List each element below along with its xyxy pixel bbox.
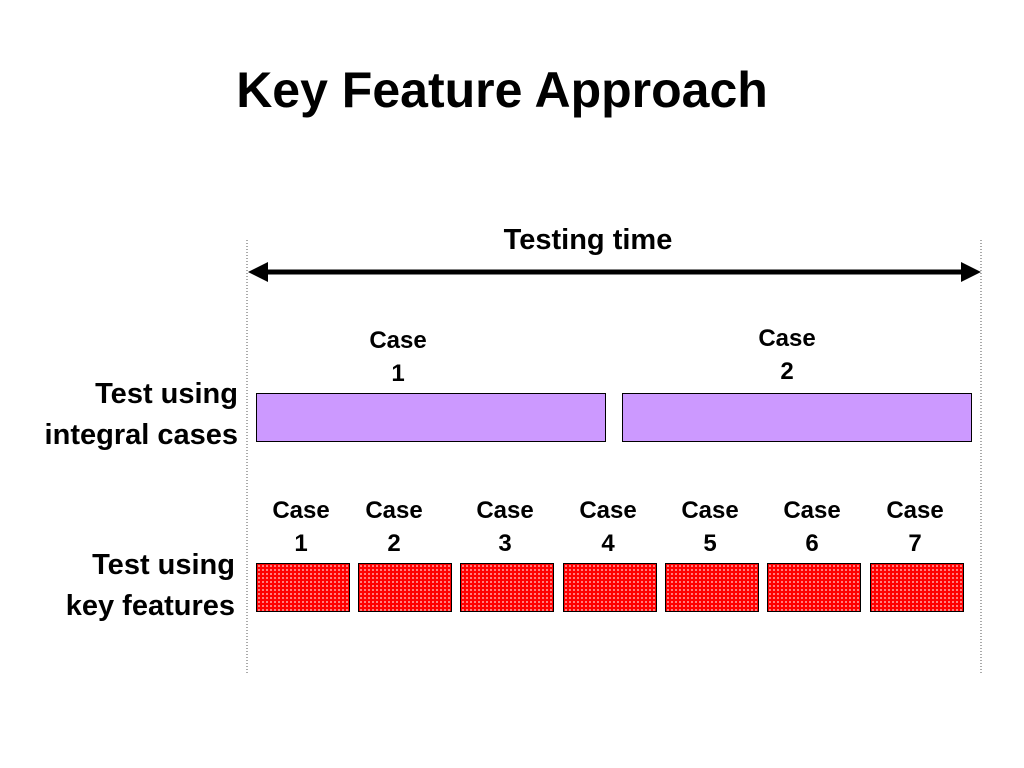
key-feature-case-label: Case 5	[665, 494, 755, 560]
case-word: Case	[272, 497, 330, 524]
testing-time-label: Testing time	[503, 224, 673, 256]
left-arrowhead-icon	[248, 262, 268, 282]
case-number: 7	[908, 530, 922, 557]
key-feature-case-label: Case 2	[349, 494, 439, 560]
key-feature-case-bar-4	[563, 563, 657, 612]
case-word: Case	[369, 327, 427, 354]
case-number: 4	[601, 530, 615, 557]
case-number: 3	[498, 530, 512, 557]
key-feature-case-bar-1	[256, 563, 350, 612]
case-number: 6	[805, 530, 819, 557]
case-word: Case	[579, 497, 637, 524]
key-feature-case-label: Case 3	[460, 494, 550, 560]
case-word: Case	[758, 325, 816, 352]
case-word: Case	[476, 497, 534, 524]
case-number: 2	[387, 530, 401, 557]
key-features-row-label: Test using key features	[0, 545, 235, 627]
key-feature-case-bar-7	[870, 563, 964, 612]
integral-label-line2: integral cases	[44, 419, 238, 451]
case-number: 1	[294, 530, 308, 557]
case-word: Case	[365, 497, 423, 524]
case-number: 2	[780, 358, 794, 385]
case-number: 5	[703, 530, 717, 557]
integral-label-line1: Test using	[95, 378, 238, 410]
key-feature-case-bar-6	[767, 563, 861, 612]
key-feature-case-label: Case 7	[870, 494, 960, 560]
key-feature-case-bar-2	[358, 563, 452, 612]
integral-case-label: Case 2	[742, 322, 832, 388]
case-word: Case	[783, 497, 841, 524]
integral-case-bar-2	[622, 393, 972, 442]
integral-cases-row-label: Test using integral cases	[0, 374, 238, 456]
case-word: Case	[681, 497, 739, 524]
key-feature-case-label: Case 4	[563, 494, 653, 560]
key-feature-case-bar-3	[460, 563, 554, 612]
key-features-label-line1: Test using	[92, 549, 235, 581]
key-feature-case-label: Case 1	[256, 494, 346, 560]
case-number: 1	[391, 360, 405, 387]
key-features-label-line2: key features	[65, 590, 235, 622]
integral-case-bar-1	[256, 393, 606, 442]
right-arrowhead-icon	[961, 262, 981, 282]
slide-title: Key Feature Approach	[236, 62, 768, 118]
key-feature-case-label: Case 6	[767, 494, 857, 560]
integral-case-label: Case 1	[353, 324, 443, 390]
case-word: Case	[886, 497, 944, 524]
key-feature-case-bar-5	[665, 563, 759, 612]
